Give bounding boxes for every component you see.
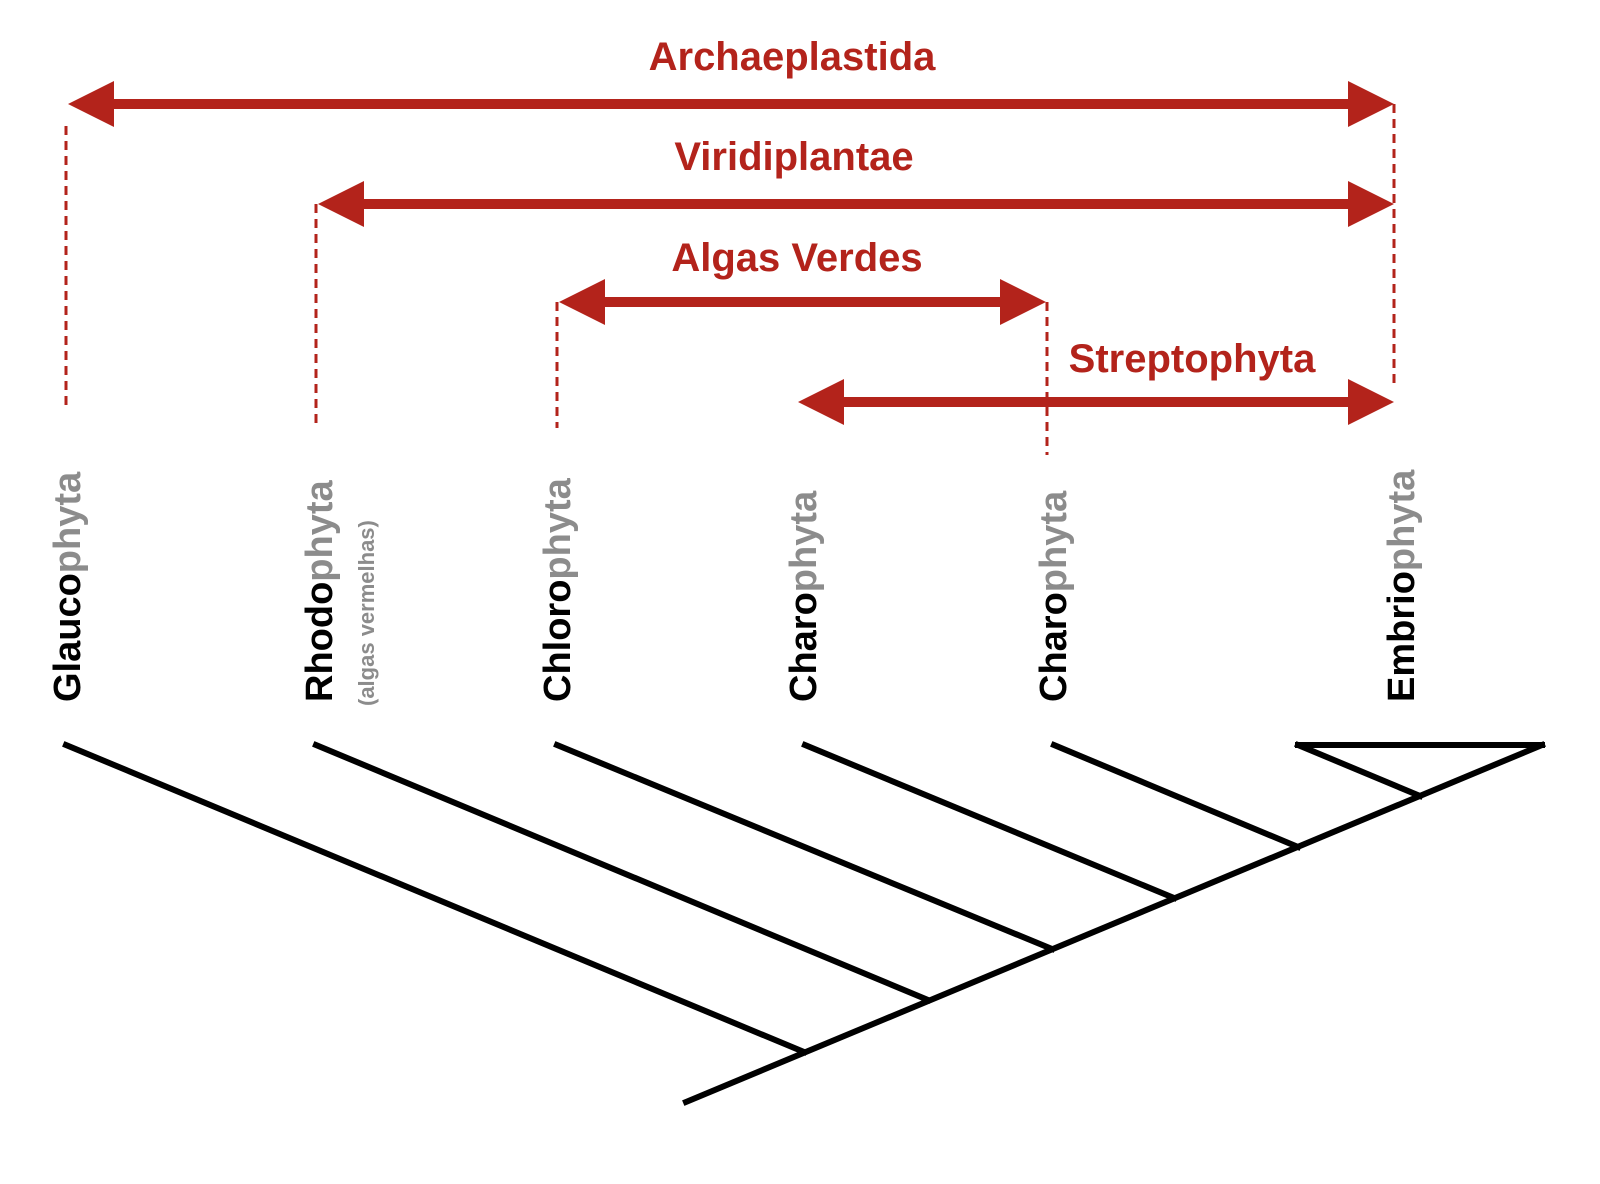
streptophyta-arrow bbox=[798, 379, 1394, 425]
clade-label-archaeplastida: Archaeplastida bbox=[649, 35, 937, 79]
arrow-right-head bbox=[1348, 81, 1394, 127]
branch-charophyta-2 bbox=[1050, 741, 1302, 851]
taxon-labels: Glaucophyta Rhodophyta (algas vermelhas)… bbox=[47, 469, 1423, 706]
branch-charophyta-1 bbox=[801, 741, 1178, 902]
arrow-right-head bbox=[1348, 379, 1394, 425]
clade-label-streptophyta: Streptophyta bbox=[1069, 337, 1316, 381]
taxon-label-charophyta-2: Charophyta bbox=[1033, 490, 1075, 702]
arrow-left-head bbox=[559, 279, 605, 325]
taxon-label-chlorophyta: Chlorophyta bbox=[537, 477, 579, 702]
tree-trunk bbox=[682, 741, 1546, 1106]
arrow-left-head bbox=[318, 181, 364, 227]
cladogram-tree bbox=[62, 741, 1546, 1106]
arrow-right-head bbox=[1000, 279, 1046, 325]
algas-verdes-arrow bbox=[559, 279, 1046, 325]
clade-label-algas-verdes: Algas Verdes bbox=[671, 236, 922, 280]
embriophyta-triangle-side bbox=[1294, 741, 1424, 800]
arrow-right-head bbox=[1348, 181, 1394, 227]
arrow-left-head bbox=[68, 81, 114, 127]
taxon-label-glaucophyta: Glaucophyta bbox=[47, 471, 89, 702]
branch-glaucophyta bbox=[62, 741, 808, 1056]
archaeplastida-arrow bbox=[68, 81, 1394, 127]
arrow-left-head bbox=[798, 379, 844, 425]
clade-label-viridiplantae: Viridiplantae bbox=[674, 135, 913, 179]
branch-chlorophyta bbox=[553, 741, 1056, 953]
taxon-label-rhodophyta: Rhodophyta bbox=[299, 479, 341, 702]
branch-rhodophyta bbox=[312, 741, 932, 1004]
taxon-label-charophyta-1: Charophyta bbox=[783, 490, 825, 702]
guide-lines bbox=[64, 104, 1396, 455]
taxon-note-algas-vermelhas: (algas vermelhas) bbox=[354, 520, 379, 706]
viridiplantae-arrow bbox=[318, 181, 1394, 227]
taxon-label-embriophyta: Embriophyta bbox=[1381, 469, 1423, 702]
